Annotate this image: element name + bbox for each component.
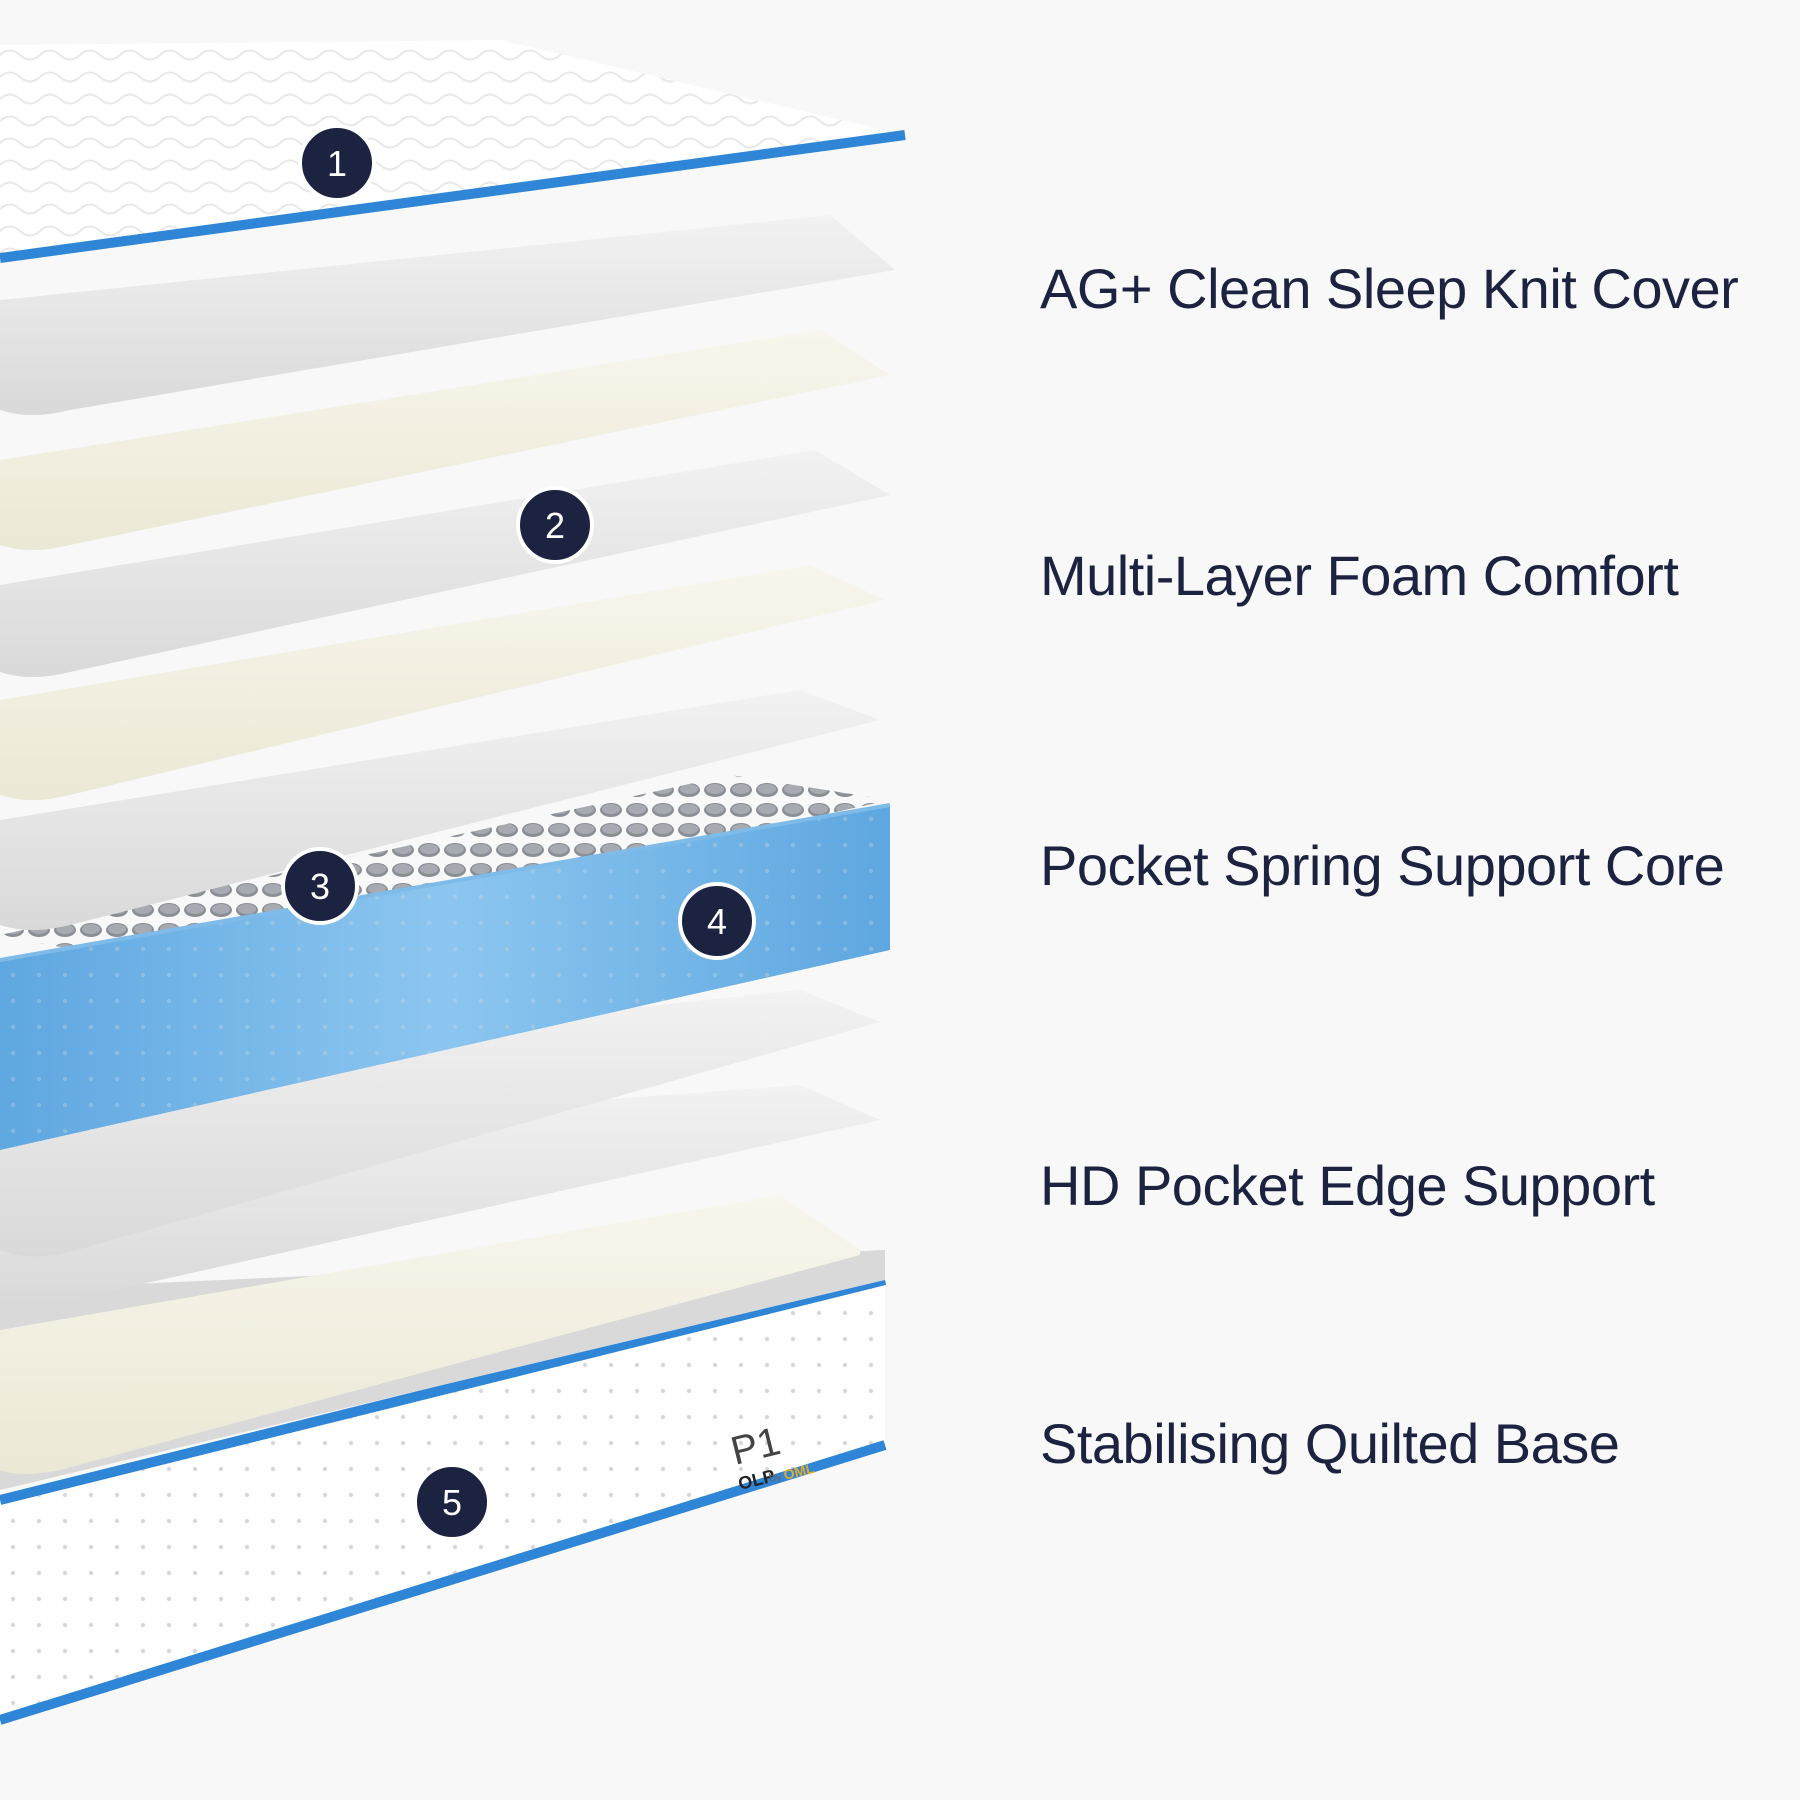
upper-grey-layer-1 xyxy=(0,215,895,415)
badge-2: 2 xyxy=(516,486,594,564)
feature-label-spring-core: Pocket Spring Support Core xyxy=(1040,834,1725,897)
pocket-spring-core xyxy=(0,775,891,1150)
brand-maker: OML xyxy=(782,1460,816,1483)
upper-grey-layer-3 xyxy=(0,450,890,677)
upper-cream-layer-2 xyxy=(0,565,885,800)
badge-5: 5 xyxy=(413,1463,491,1541)
feature-label-edge-support: HD Pocket Edge Support xyxy=(1040,1154,1655,1217)
svg-text:1: 1 xyxy=(327,143,347,184)
badge-4: 4 xyxy=(678,882,756,960)
feature-label-quilted-base: Stabilising Quilted Base xyxy=(1040,1412,1620,1475)
svg-text:4: 4 xyxy=(707,901,727,942)
badge-3: 3 xyxy=(281,847,359,925)
upper-cream-layer-1 xyxy=(0,330,890,550)
feature-label-knit-cover: AG+ Clean Sleep Knit Cover xyxy=(1040,257,1739,320)
base-foam-layer xyxy=(0,1195,860,1474)
svg-text:2: 2 xyxy=(545,505,565,546)
svg-text:5: 5 xyxy=(442,1482,462,1523)
badge-1: 1 xyxy=(298,124,376,202)
upper-grey-layer-4 xyxy=(0,690,880,930)
svg-text:3: 3 xyxy=(310,866,330,907)
knit-cover-layer xyxy=(0,40,906,263)
feature-label-foam-comfort: Multi-Layer Foam Comfort xyxy=(1040,544,1679,607)
brand-by: by xyxy=(767,1468,783,1485)
